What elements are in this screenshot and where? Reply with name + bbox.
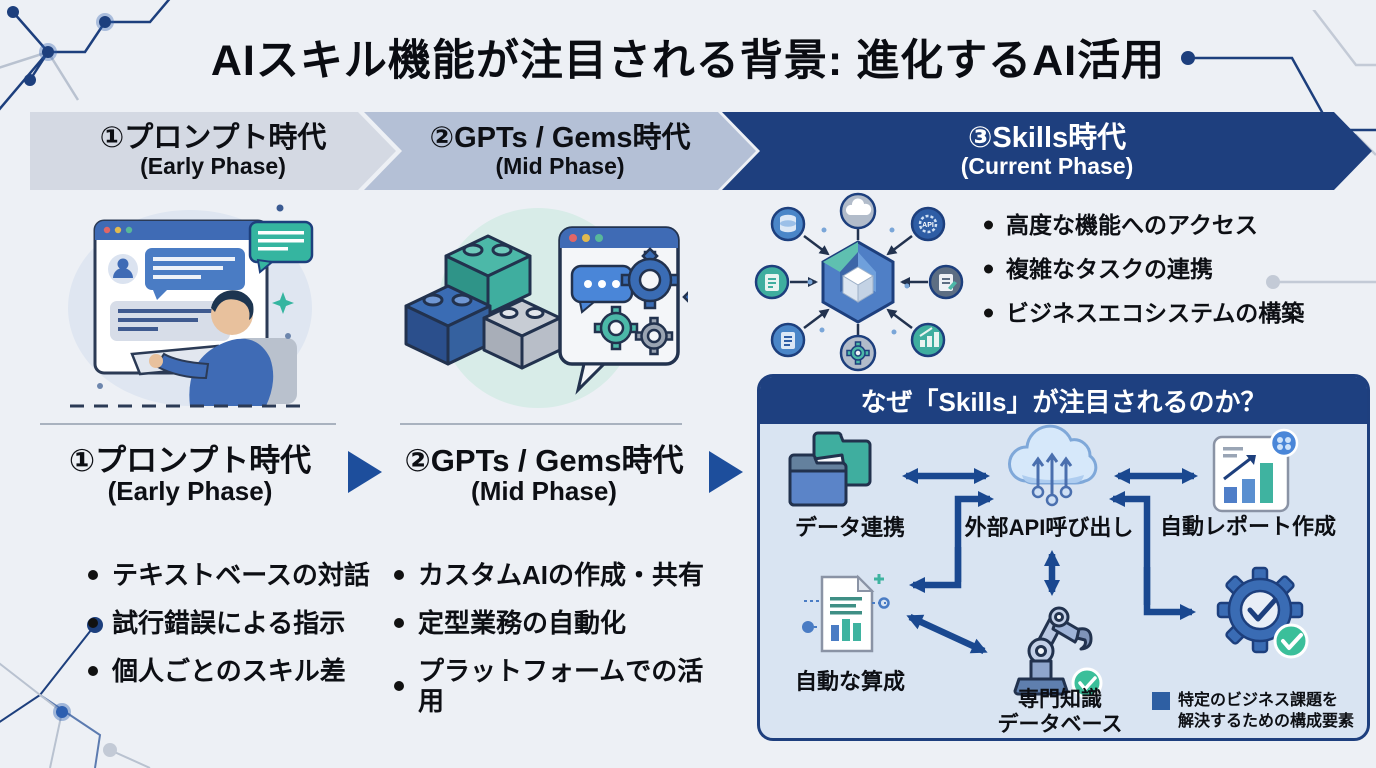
list-item: テキストベースの対話 xyxy=(80,560,390,590)
banner-phase-1: ①プロンプト時代 (Early Phase) xyxy=(30,112,396,190)
column-1-bullet-list: テキストベースの対話 試行錯誤による指示 個人ごとのスキル差 xyxy=(80,560,390,704)
hub-network-illustration: API xyxy=(754,192,964,372)
skills-bullet-list: 高度な機能へのアクセス 複雑なタスクの連携 ビジネスエコシステムの構築 xyxy=(978,210,1374,342)
cloud-api-icon xyxy=(1008,424,1098,507)
banner-phase-3: ③Skills時代 (Current Phase) xyxy=(722,112,1372,190)
node-label-knowledge-db: 専門知識 データベース xyxy=(970,687,1150,737)
robot-arm-icon xyxy=(1013,606,1103,699)
legend-square-icon xyxy=(1152,692,1170,710)
document-chart-icon xyxy=(802,574,890,653)
skills-box: なぜ「Skills」が注目されるのか？ データ連携 xyxy=(757,374,1370,741)
skills-box-header: なぜ「Skills」が注目されるのか？ xyxy=(760,377,1367,424)
column-2-heading-sub: (Mid Phase) xyxy=(471,476,617,507)
list-item: プラットフォームでの活用 xyxy=(386,656,716,716)
node-label-auto-calc: 自動な算成 xyxy=(794,669,905,694)
list-item: 複雑なタスクの連携 xyxy=(978,254,1374,284)
banner-phase-2-name: ②GPTs / Gems時代 xyxy=(429,121,691,154)
hub-api-badge-text: API xyxy=(922,222,934,229)
gear-check-icon xyxy=(1216,566,1309,659)
node-label-knowledge-line2: データベース xyxy=(997,713,1123,736)
banner-phase-1-sub: (Early Phase) xyxy=(140,153,286,180)
circuit-decoration-top-left xyxy=(0,0,171,111)
column-2-heading-name: ②GPTs / Gems時代 xyxy=(404,443,684,478)
column-1-divider xyxy=(40,423,336,425)
lego-blocks-illustration xyxy=(404,208,688,408)
legend-line1: 特定のビジネス課題を xyxy=(1178,692,1339,709)
node-label-knowledge-line1: 専門知識 xyxy=(1018,688,1102,711)
list-item: ビジネスエコシステムの構築 xyxy=(978,298,1374,328)
skills-box-arrows xyxy=(902,468,1198,654)
node-label-auto-report: 自動レポート作成 xyxy=(1159,514,1336,539)
banner-phase-3-sub: (Current Phase) xyxy=(960,153,1134,180)
list-item: 個人ごとのスキル差 xyxy=(80,656,390,686)
right-triangle-arrow-icon-1 xyxy=(348,451,382,493)
list-item: 試行錯誤による指示 xyxy=(80,608,390,638)
column-1-heading-sub: (Early Phase) xyxy=(107,476,273,507)
banner-phase-2: ②GPTs / Gems時代 (Mid Phase) xyxy=(364,112,756,190)
folder-icon xyxy=(788,431,872,507)
column-2-divider xyxy=(400,423,682,425)
list-item: 定型業務の自動化 xyxy=(386,608,716,638)
banner-phase-3-name: ③Skills時代 xyxy=(967,121,1127,154)
node-label-external-api: 外部API呼び出し xyxy=(964,515,1134,540)
right-triangle-arrow-icon-2 xyxy=(709,451,743,493)
node-label-data-link: データ連携 xyxy=(794,515,905,540)
list-item: 高度な機能へのアクセス xyxy=(978,210,1374,240)
column-1-heading-name: ①プロンプト時代 xyxy=(68,443,312,478)
column-2-heading: ②GPTs / Gems時代 (Mid Phase) xyxy=(383,444,705,506)
page-title: AIスキル機能が注目される背景: 進化するAI活用 xyxy=(210,37,1166,85)
banner-phase-2-sub: (Mid Phase) xyxy=(495,153,625,180)
list-item: カスタムAIの作成・共有 xyxy=(386,560,716,590)
column-2-bullet-list: カスタムAIの作成・共有 定型業務の自動化 プラットフォームでの活用 xyxy=(386,560,716,734)
box-legend: 特定のビジネス課題を 解決するための構成要素 xyxy=(1152,690,1362,732)
chat-illustration xyxy=(68,204,314,408)
legend-line2: 解決するための構成要素 xyxy=(1178,713,1355,730)
report-icon xyxy=(1212,428,1299,513)
column-1-heading: ①プロンプト時代 (Early Phase) xyxy=(40,444,340,506)
legend-text: 特定のビジネス課題を 解決するための構成要素 xyxy=(1178,690,1362,732)
banner-phase-1-name: ①プロンプト時代 xyxy=(99,121,327,154)
